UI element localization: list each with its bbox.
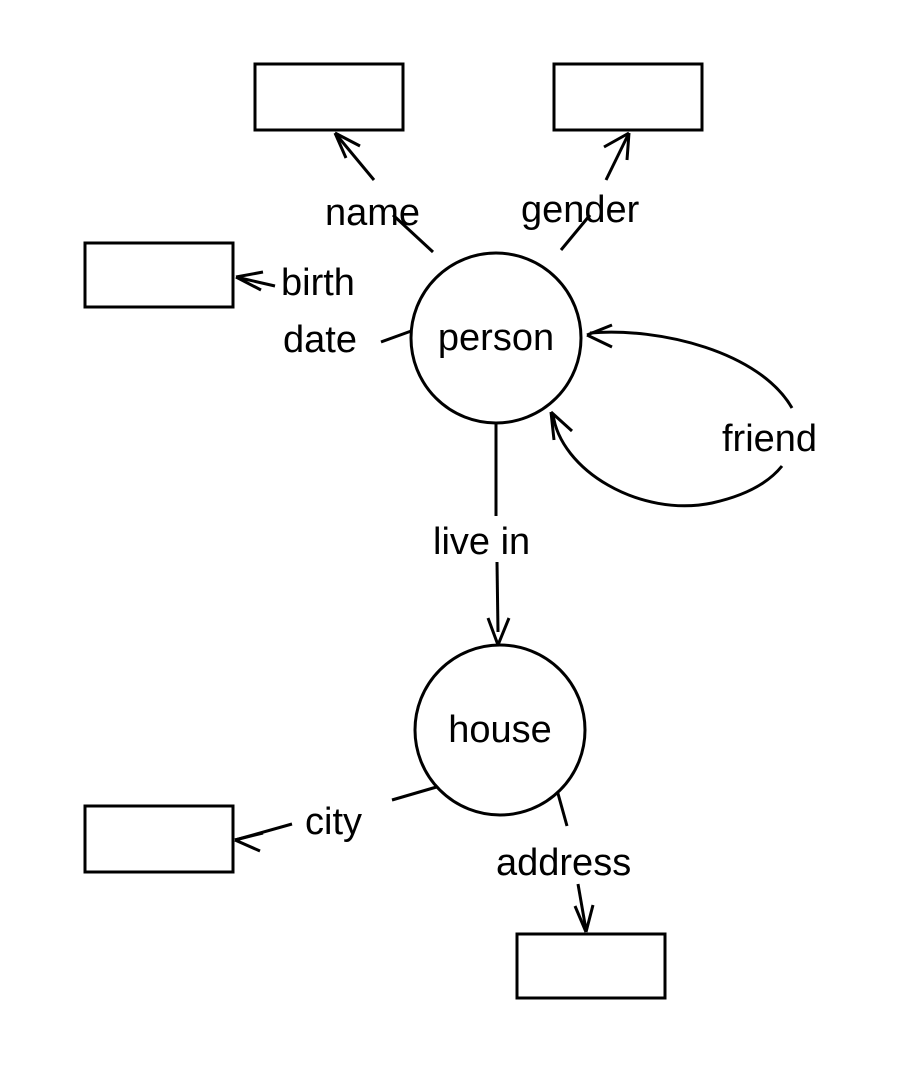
attribute-box-birthdate[interactable] — [83, 241, 235, 309]
entity-circle-house[interactable] — [413, 643, 587, 817]
edge-address-segment-upper — [555, 789, 569, 827]
edge-label-gender: gender — [521, 189, 640, 231]
edge-label-live-in: live in — [433, 521, 530, 563]
edge-city-segment-right — [391, 784, 441, 802]
arrowhead-birthdate-icon — [235, 270, 264, 292]
edge-friend-self-loop — [549, 323, 794, 508]
edge-label-friend: friend — [722, 418, 817, 460]
arrowhead-friend-upper-icon — [586, 323, 613, 349]
edge-live-in — [486, 423, 511, 646]
edge-live-in-segment-lower — [495, 561, 500, 633]
entity-label-person: person — [438, 317, 554, 359]
edge-address-segment-lower — [576, 883, 588, 931]
edge-gender-segment-upper — [604, 132, 631, 181]
edge-city — [234, 784, 441, 853]
edge-label-name: name — [325, 192, 420, 234]
arrowhead-gender-icon — [603, 131, 631, 161]
arrowhead-name-icon — [333, 131, 361, 159]
edge-name — [333, 131, 435, 254]
attribute-box-name[interactable] — [253, 62, 405, 132]
attribute-box-gender[interactable] — [552, 62, 704, 132]
entity-label-house: house — [448, 709, 552, 751]
arrowhead-address-icon — [573, 904, 595, 933]
edge-name-segment-upper — [333, 132, 376, 181]
edge-birthdate-segment-right — [380, 328, 415, 344]
arrowhead-friend-lower-icon — [549, 410, 574, 441]
edge-address — [555, 789, 595, 933]
edge-birthdate — [235, 270, 415, 344]
attribute-box-address[interactable] — [515, 932, 667, 1000]
edge-gender-segment-lower — [559, 214, 592, 251]
edge-friend-lower-arc — [551, 413, 784, 508]
edge-gender — [559, 131, 631, 251]
arrowhead-live-in-icon — [486, 617, 511, 646]
edge-label-date: date — [283, 319, 357, 361]
edge-name-segment-lower — [391, 213, 435, 254]
edge-birthdate-segment-left — [235, 275, 276, 288]
arrowhead-city-icon — [234, 831, 264, 853]
edge-label-address: address — [496, 842, 631, 884]
edge-label-birth: birth — [281, 262, 355, 304]
entity-circle-person[interactable] — [409, 251, 583, 425]
attribute-box-city[interactable] — [83, 804, 235, 874]
edge-friend-upper-arc — [589, 330, 794, 409]
edge-label-city: city — [305, 801, 362, 843]
